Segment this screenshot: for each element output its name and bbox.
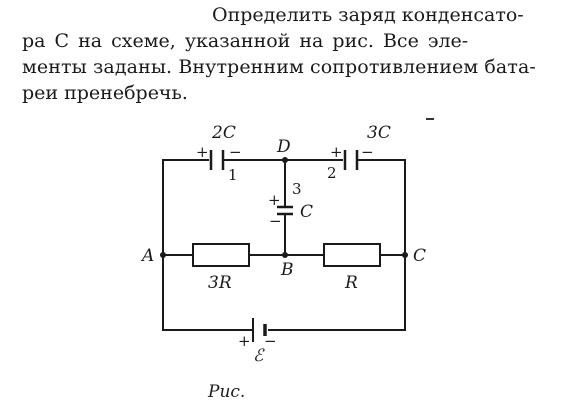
cap2-index-label: 2	[327, 164, 337, 182]
cap1-plus-sign: +	[196, 143, 209, 161]
cap3-value-label: C	[300, 202, 313, 222]
junction-dots	[160, 157, 408, 258]
figure-caption: Рис.	[208, 382, 246, 402]
cap3-plus-sign: +	[268, 191, 281, 209]
junction-b-dot	[282, 252, 288, 258]
battery-emf-label: ℰ	[253, 346, 265, 366]
problem-line-4: реи пренебречь.	[22, 82, 188, 104]
wire-a-to-cap1	[162, 159, 209, 255]
stray-mark	[426, 118, 434, 120]
wire-cap2-to-c	[358, 159, 406, 255]
cap1-minus-sign: −	[229, 143, 242, 161]
cap2-minus-sign: −	[361, 143, 374, 161]
node-label-a: A	[140, 246, 154, 266]
capacitor-3-icon	[277, 205, 293, 216]
battery-minus-sign: −	[264, 332, 277, 350]
junction-a-dot	[160, 252, 166, 258]
cap1-index-label: 1	[228, 166, 238, 184]
cap2-value-label: 3C	[367, 123, 391, 143]
battery-plus-sign: +	[238, 332, 251, 350]
node-label-b: B	[280, 260, 294, 280]
problem-line-1: Определить заряд конденсато-	[212, 4, 524, 26]
resistor-r-label: R	[344, 273, 358, 293]
capacitor-2-icon	[343, 150, 359, 170]
resistor-3r-label: 3R	[208, 273, 232, 293]
problem-line-3: менты заданы. Внутренним сопротивлением …	[22, 56, 536, 78]
cap3-minus-sign: −	[269, 212, 282, 230]
resistor-r-icon	[323, 243, 381, 267]
cap1-value-label: 2C	[211, 123, 236, 143]
problem-text: Определить заряд конденсато- ра C на схе…	[22, 2, 552, 106]
wire-a-to-battery	[162, 255, 252, 331]
node-label-d: D	[276, 137, 291, 157]
resistor-3r-icon	[192, 243, 250, 267]
junction-d-dot	[282, 157, 288, 163]
wire-battery-to-c	[268, 255, 406, 331]
battery-icon	[252, 318, 267, 342]
cap2-plus-sign: +	[330, 143, 343, 161]
cap3-index-label: 3	[292, 180, 302, 198]
node-label-c: C	[413, 246, 426, 266]
problem-line-2: ра C на схеме, указанной на рис. Все эле…	[22, 30, 469, 52]
capacitor-1-icon	[209, 150, 225, 170]
junction-c-dot	[402, 252, 408, 258]
